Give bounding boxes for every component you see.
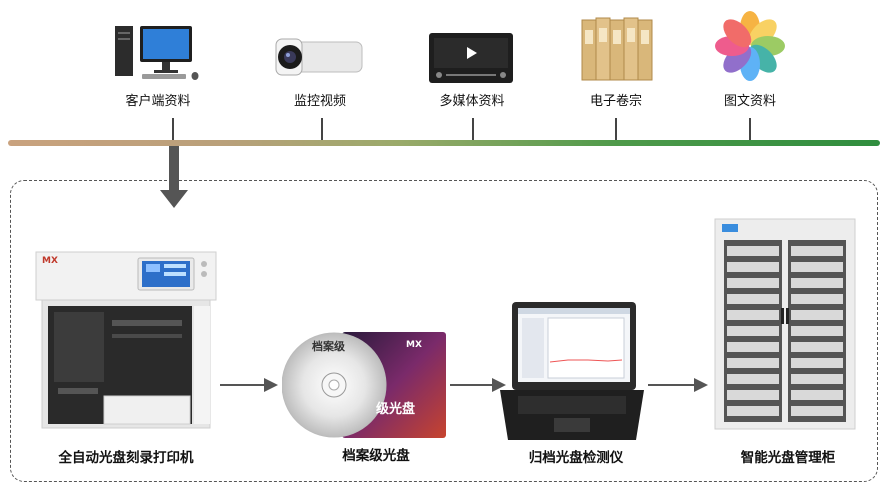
connector-line xyxy=(472,118,474,140)
right-arrow-icon xyxy=(450,377,506,393)
source-label: 监控视频 xyxy=(293,94,346,109)
disc-label-text: 档案级 xyxy=(312,340,345,353)
source-label: 客户端资料 xyxy=(125,94,191,109)
device-label: 全自动光盘刻录打印机 xyxy=(58,450,194,466)
printer-brand-logo: MX xyxy=(42,256,58,266)
connector-line xyxy=(172,118,174,140)
timeline-bar xyxy=(8,140,880,146)
right-arrow-icon xyxy=(648,377,708,393)
down-arrow-icon xyxy=(160,146,188,210)
device-label: 智能光盘管理柜 xyxy=(740,450,836,466)
disc-printer-icon: MX xyxy=(34,250,218,432)
right-arrow-icon xyxy=(220,377,278,393)
connector-line xyxy=(321,118,323,140)
device-label: 归档光盘检测仪 xyxy=(528,450,624,466)
photos-flower-icon xyxy=(714,10,786,82)
archive-disc-icon: 档案级 MX 级光盘 xyxy=(281,330,450,440)
connector-line xyxy=(749,118,751,140)
case-brand-text: MX xyxy=(406,340,422,350)
source-label: 电子卷宗 xyxy=(589,94,642,109)
source-label: 图文资料 xyxy=(723,94,776,109)
case-title-text: 级光盘 xyxy=(376,402,416,417)
inspection-laptop-icon xyxy=(498,300,646,442)
desktop-computer-icon xyxy=(112,24,202,82)
disc-cabinet-icon xyxy=(714,218,856,430)
source-label: 多媒体资料 xyxy=(439,94,505,109)
security-camera-icon xyxy=(270,36,366,82)
media-player-icon xyxy=(428,32,514,84)
device-frame xyxy=(10,180,878,482)
archive-folders-icon xyxy=(580,16,654,82)
connector-line xyxy=(615,118,617,140)
device-label: 档案级光盘 xyxy=(342,448,410,464)
